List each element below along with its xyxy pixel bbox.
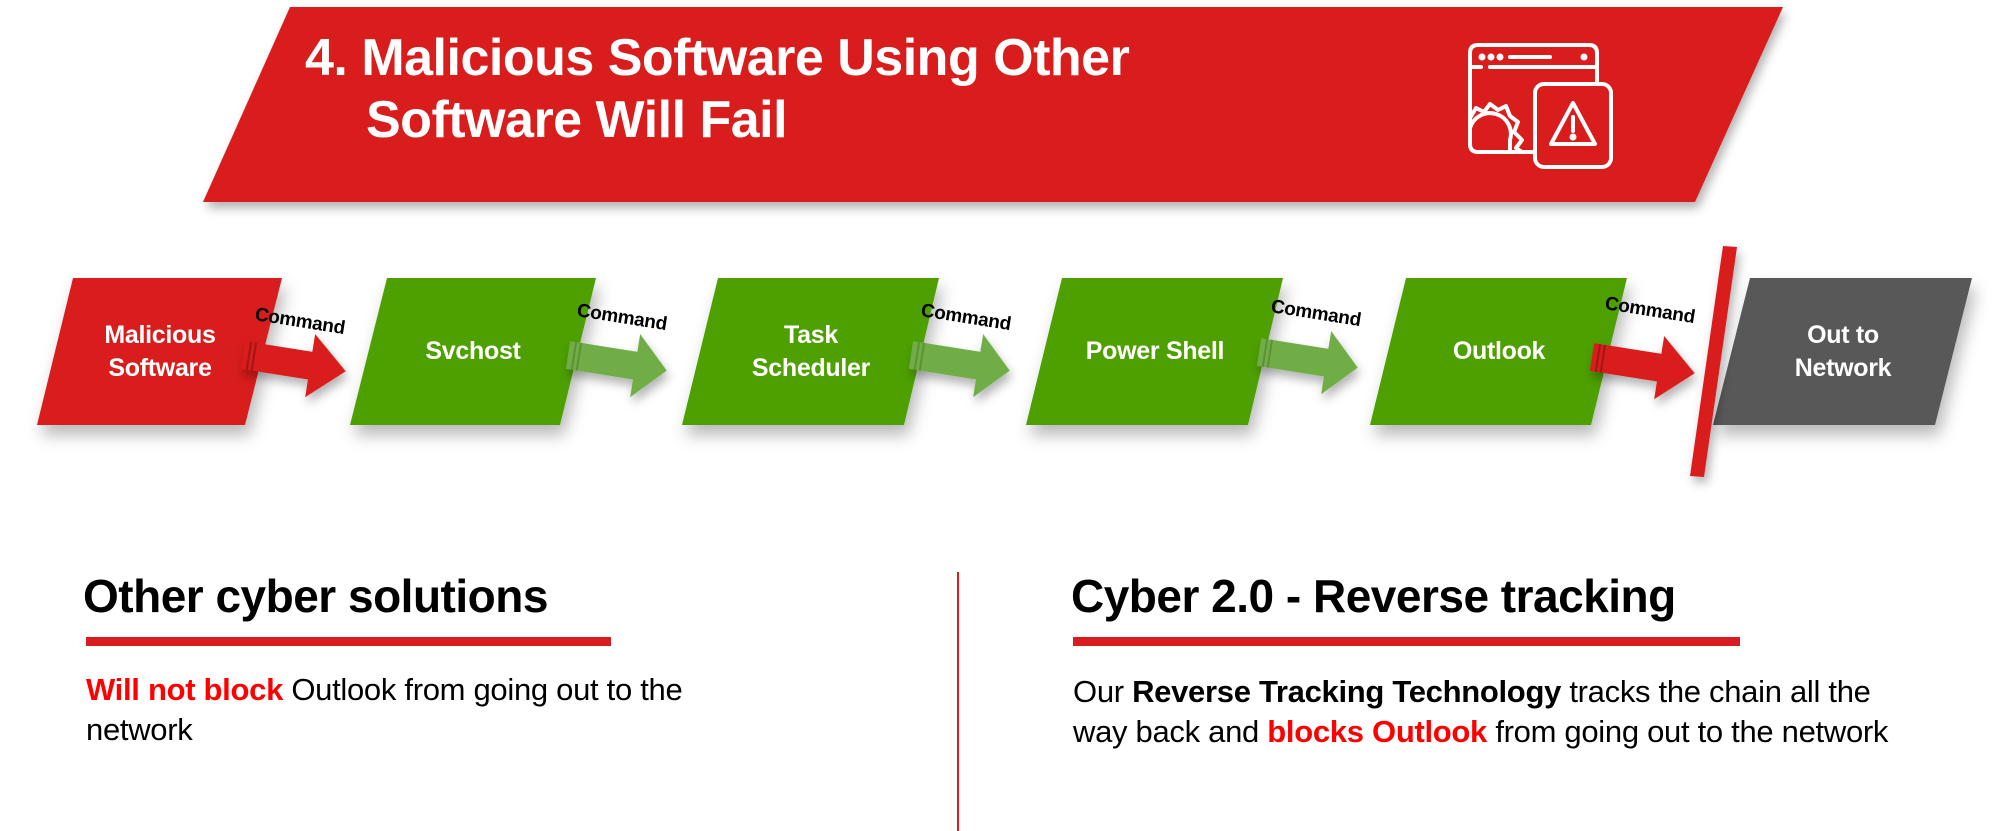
- arrow-5-blocked: [1589, 336, 1695, 400]
- node-label-outlook: Outlook: [1388, 278, 1610, 425]
- arrow-2: [565, 334, 667, 398]
- right-body-part2: tracks the chain all the way back and: [1073, 674, 1871, 749]
- node-outlook: [1370, 278, 1627, 425]
- node-label-line: Software: [108, 353, 212, 382]
- node-label-out-to-network: Out to Network: [1732, 278, 1954, 425]
- right-column-body: Our Reverse Tracking Technology tracks t…: [1073, 672, 1903, 752]
- node-label-line: Outlook: [1452, 337, 1546, 365]
- browser-gear-warning-icon: [1468, 43, 1613, 169]
- node-label-svchost: Svchost: [368, 278, 578, 425]
- block-bar: [1690, 246, 1737, 477]
- node-label-line: Out to: [1807, 320, 1879, 349]
- node-svchost: [350, 278, 596, 425]
- node-out-to-network: [1713, 278, 1972, 425]
- node-power-shell: [1026, 278, 1283, 425]
- left-body-rest: Outlook from going out to the network: [86, 672, 683, 747]
- left-column-heading: Other cyber solutions: [83, 570, 548, 622]
- node-label-line: Network: [1794, 353, 1892, 382]
- title-banner: [203, 7, 1783, 202]
- left-heading-underline: [86, 637, 611, 646]
- left-column-body: Will not block Outlook from going out to…: [86, 670, 786, 750]
- node-task-scheduler: [682, 278, 939, 425]
- right-heading-underline: [1073, 637, 1740, 646]
- right-body-part1: Our: [1073, 674, 1133, 709]
- title-line-1: 4. Malicious Software Using Other: [305, 29, 1130, 87]
- node-label-line: Svchost: [425, 337, 521, 365]
- left-body-highlight: Will not block: [86, 672, 284, 707]
- right-body-bold: Reverse Tracking Technology: [1132, 674, 1562, 709]
- right-body-part3: from going out to the network: [1487, 714, 1889, 749]
- arrow-4: [1256, 331, 1358, 395]
- arrow-3: [908, 334, 1010, 398]
- node-label-line: Scheduler: [751, 353, 871, 382]
- title-line-2: Software Will Fail: [366, 91, 788, 149]
- arrow-1: [240, 334, 346, 398]
- node-label-line: Power Shell: [1085, 337, 1225, 365]
- right-column-heading: Cyber 2.0 - Reverse tracking: [1071, 570, 1676, 622]
- node-label-power-shell: Power Shell: [1044, 278, 1266, 425]
- node-malicious-software: [37, 278, 282, 425]
- node-label-line: Malicious: [104, 320, 216, 349]
- right-body-highlight: blocks Outlook: [1267, 714, 1487, 749]
- node-label-line: Task: [784, 320, 838, 349]
- column-divider: [957, 572, 959, 831]
